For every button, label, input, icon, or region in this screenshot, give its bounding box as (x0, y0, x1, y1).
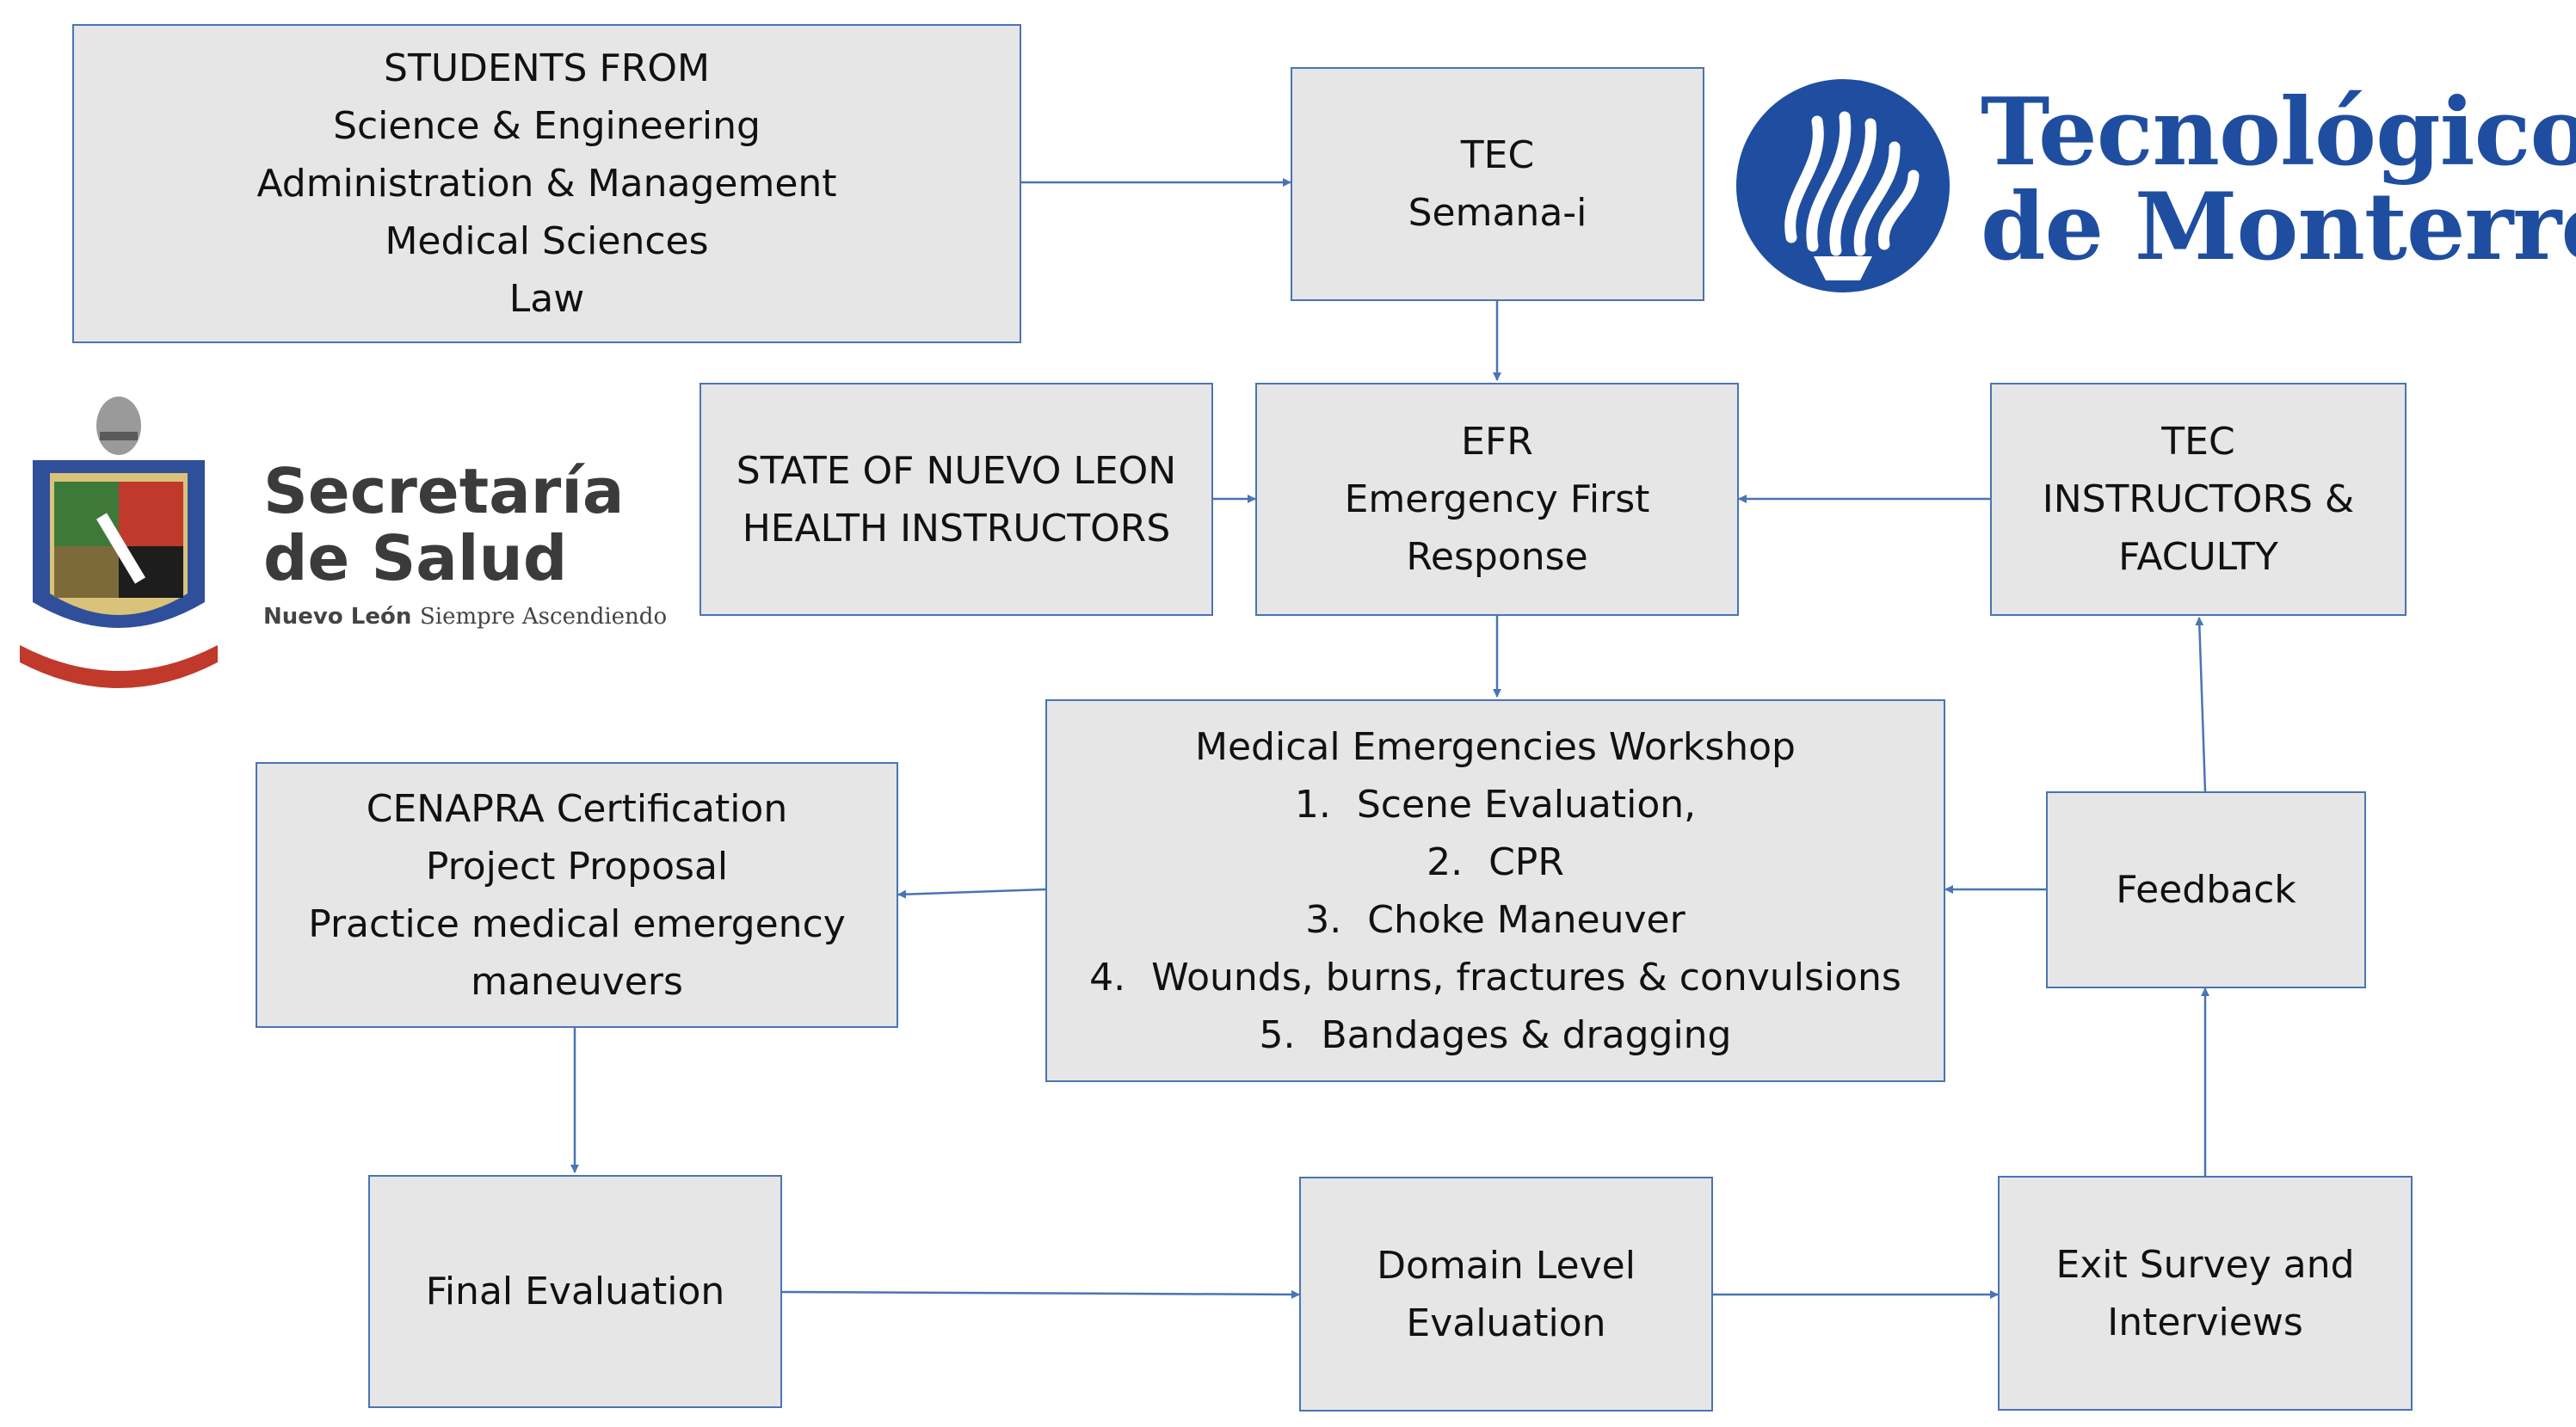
node-efr-line-1: EFR (1461, 420, 1533, 464)
node-final-eval-line-1: Final Evaluation (425, 1270, 725, 1313)
workshop-item-2-text: CPR (1488, 840, 1564, 884)
node-domain-eval: Domain Level Evaluation (1299, 1177, 1713, 1412)
node-cenapra-line-4: maneuvers (471, 959, 683, 1004)
node-state-instructors-line-1: STATE OF NUEVO LEON (736, 448, 1177, 493)
node-tec-instructors: TEC INSTRUCTORS & FACULTY (1990, 383, 2407, 616)
node-exit-survey: Exit Survey and Interviews (1998, 1176, 2413, 1411)
node-workshop-title: Medical Emergencies Workshop (1195, 724, 1796, 769)
secretaria-logo-tagline-1: Nuevo León (263, 604, 412, 630)
workshop-item-5: 5. Bandages & dragging (1089, 1006, 1901, 1064)
node-cenapra-line-1: CENAPRA Certification (366, 786, 788, 831)
tec-logo: Tecnológico de Monterrey (1731, 74, 2576, 306)
workshop-item-2: 2. CPR (1089, 833, 1901, 891)
workshop-item-3: 3. Choke Maneuver (1089, 891, 1901, 949)
node-cenapra: CENAPRA Certification Project Proposal P… (256, 762, 898, 1028)
workshop-item-4-number: 4. (1089, 955, 1126, 1000)
node-workshop: Medical Emergencies Workshop 1. Scene Eva… (1045, 699, 1945, 1082)
node-students-line-4: Medical Sciences (385, 219, 709, 263)
node-feedback: Feedback (2046, 791, 2366, 988)
secretaria-logo-line-2: de Salud (263, 522, 568, 594)
workshop-item-5-text: Bandages & dragging (1321, 1012, 1732, 1057)
node-tec-semana-line-2: Semana-i (1408, 191, 1587, 235)
node-state-instructors-line-2: HEALTH INSTRUCTORS (742, 506, 1171, 551)
tec-logo-line-1: Tecnológico (1981, 78, 2576, 187)
workshop-item-2-number: 2. (1427, 840, 1464, 884)
node-cenapra-line-3: Practice medical emergency (308, 901, 846, 946)
workshop-list: 1. Scene Evaluation, 2. CPR 3. Choke Maneuv… (1089, 776, 1901, 1064)
workshop-item-1: 1. Scene Evaluation, (1089, 776, 1901, 833)
node-tec-instructors-line-2: INSTRUCTORS & (2042, 477, 2355, 521)
node-students-line-1: STUDENTS FROM (384, 46, 710, 90)
node-final-eval: Final Evaluation (368, 1175, 782, 1408)
node-students-line-5: Law (508, 277, 585, 321)
workshop-item-3-number: 3. (1305, 897, 1342, 942)
node-students-line-3: Administration & Management (256, 162, 837, 206)
workshop-item-3-text: Choke Maneuver (1367, 897, 1685, 942)
node-efr-line-3: Response (1406, 535, 1588, 579)
node-students: STUDENTS FROM Science & Engineering Admi… (72, 24, 1021, 343)
node-feedback-line-1: Feedback (2116, 868, 2296, 912)
node-domain-eval-line-2: Evaluation (1406, 1301, 1606, 1345)
workshop-item-4-text: Wounds, burns, fractures & convulsions (1151, 955, 1901, 1000)
workshop-item-5-number: 5. (1259, 1012, 1296, 1057)
node-tec-semana-line-1: TEC (1460, 133, 1535, 177)
node-tec-instructors-line-3: FACULTY (2118, 535, 2278, 579)
node-tec-semana: TEC Semana-i (1291, 67, 1704, 301)
node-tec-instructors-line-1: TEC (2161, 420, 2235, 464)
workshop-item-1-text: Scene Evaluation, (1356, 782, 1697, 827)
workshop-item-4: 4. Wounds, burns, fractures & convulsions (1089, 949, 1901, 1006)
node-efr: EFR Emergency First Response (1255, 383, 1739, 616)
node-students-line-2: Science & Engineering (333, 104, 761, 148)
node-exit-survey-line-1: Exit Survey and (2055, 1242, 2355, 1287)
arrow-workshop-to-cenapra (897, 888, 1046, 899)
secretaria-logo-line-1: Secretaría (263, 455, 625, 527)
secretaria-logo-tagline-2: Siempre Ascendiendo (420, 604, 668, 630)
node-state-instructors: STATE OF NUEVO LEON HEALTH INSTRUCTORS (699, 383, 1213, 616)
tec-torch-icon (1736, 79, 1950, 292)
node-efr-line-2: Emergency First (1344, 477, 1650, 521)
arrow-feedback-to-tec-instructors (2195, 617, 2207, 792)
node-domain-eval-line-1: Domain Level (1377, 1243, 1636, 1288)
workshop-item-1-number: 1. (1294, 782, 1331, 827)
node-exit-survey-line-2: Interviews (2107, 1300, 2303, 1344)
secretaria-logo: Secretaría de Salud Nuevo León Siempre A… (15, 387, 687, 714)
node-cenapra-line-2: Project Proposal (425, 844, 729, 889)
tec-logo-line-2: de Monterrey (1981, 173, 2576, 281)
nuevo-leon-coat-of-arms-icon (20, 397, 218, 688)
arrow-final-eval-to-domain-eval (781, 1289, 1300, 1299)
